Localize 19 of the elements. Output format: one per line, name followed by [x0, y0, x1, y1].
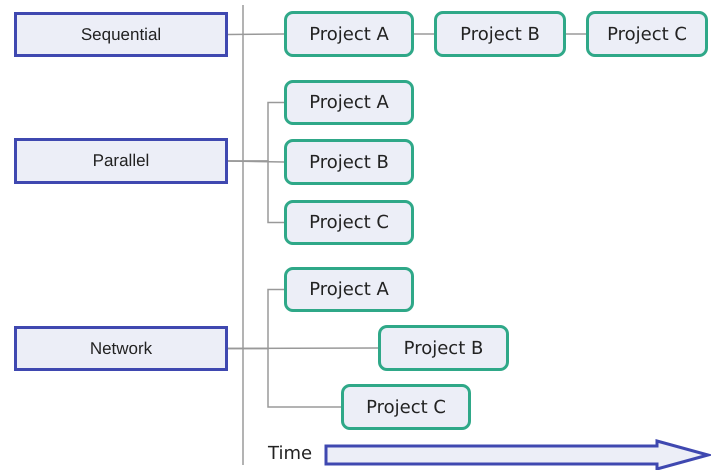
connector-line: [228, 348, 341, 408]
project-box: Project C: [586, 11, 708, 57]
project-box: Project A: [284, 267, 414, 312]
connector-line: [228, 160, 284, 224]
connector-line: [414, 33, 434, 35]
project-box: Project B: [284, 139, 414, 185]
connector-line: [228, 33, 284, 36]
axis-label: Time: [268, 443, 312, 464]
category-box: Parallel: [14, 138, 228, 184]
connector-line: [228, 347, 378, 350]
category-box: Network: [14, 326, 228, 371]
project-box: Project B: [378, 325, 509, 371]
project-box: Project C: [284, 200, 414, 245]
project-box: Project C: [341, 384, 471, 430]
connector-line: [566, 33, 586, 35]
project-box: Project B: [434, 11, 566, 57]
project-box: Project A: [284, 80, 414, 125]
project-box: Project A: [284, 11, 414, 57]
category-box: Sequential: [14, 12, 228, 57]
